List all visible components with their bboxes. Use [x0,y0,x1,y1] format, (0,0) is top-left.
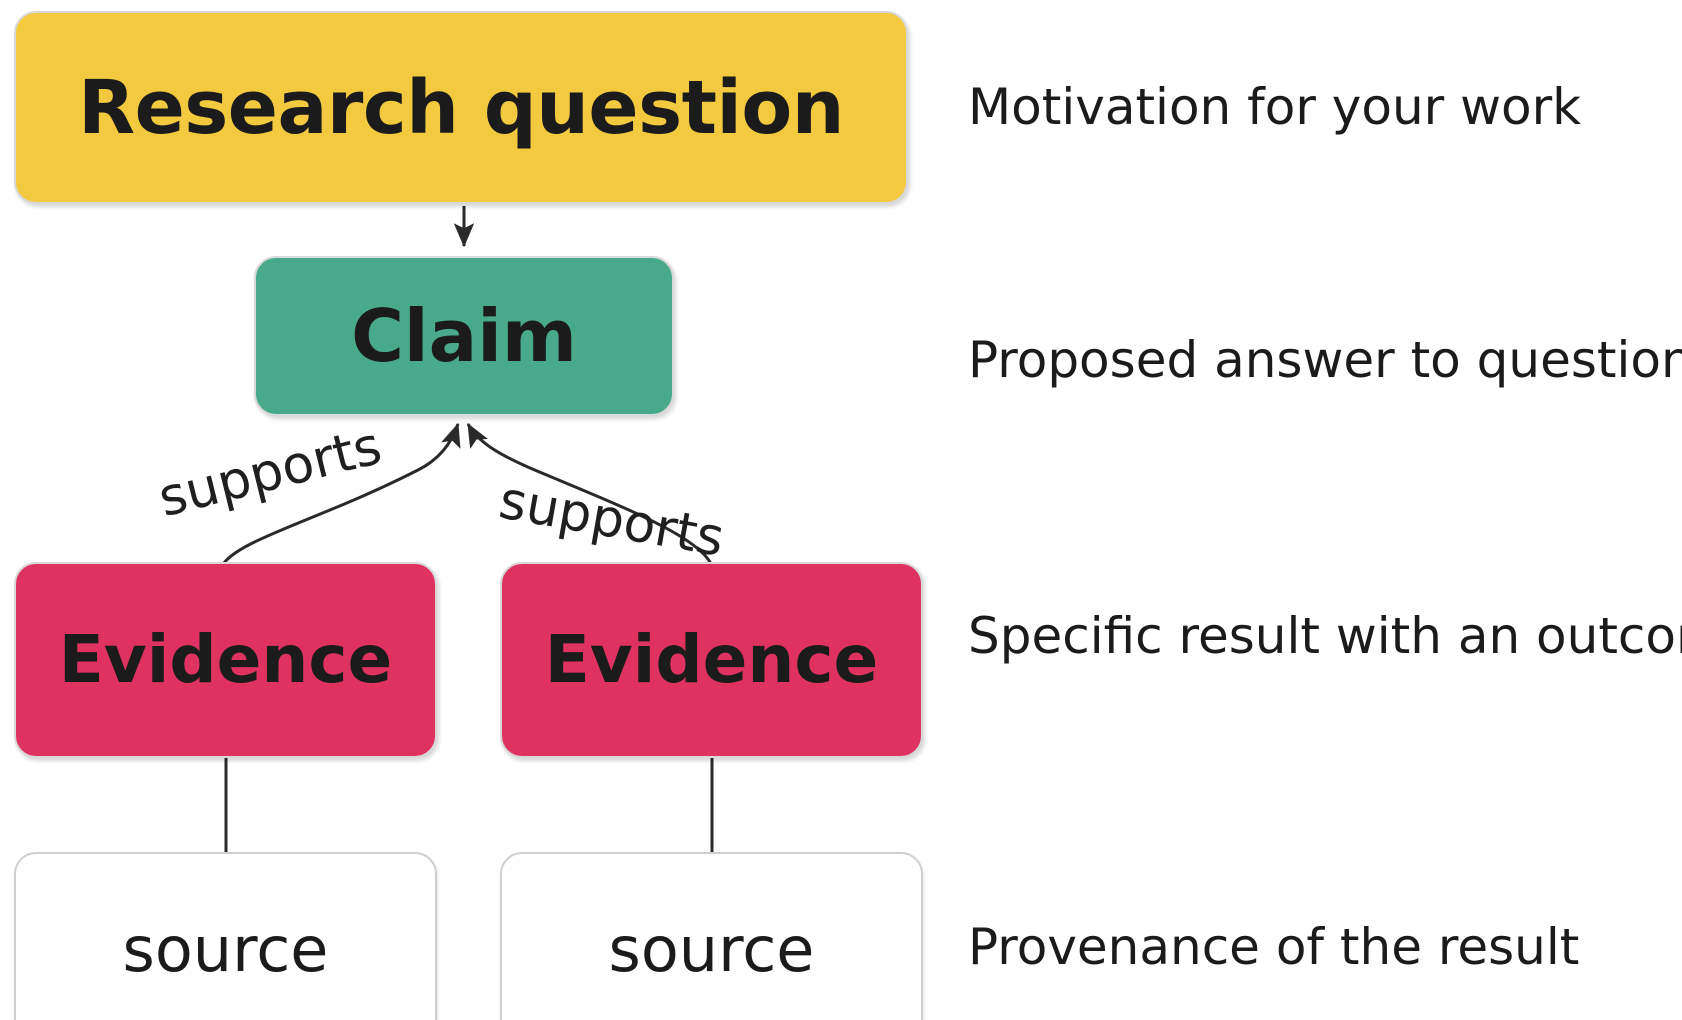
node-source-2[interactable]: source [500,852,923,1020]
annotation-claim: Proposed answer to question [968,331,1682,389]
edge-label-supports-left: supports [152,416,388,530]
node-evidence-1[interactable]: Evidence [14,562,437,758]
node-research-question-label: Research question [78,64,844,151]
annotation-source: Provenance of the result [968,918,1580,976]
annotation-evidence: Specific result with an outcome [968,607,1682,665]
node-evidence-1-label: Evidence [58,621,393,698]
node-source-2-label: source [608,913,815,986]
annotation-research-question: Motivation for your work [968,78,1582,136]
node-evidence-2-label: Evidence [544,621,879,698]
node-research-question[interactable]: Research question [14,11,908,204]
edge-label-supports-right: supports [494,470,729,569]
node-source-1[interactable]: source [14,852,437,1020]
node-source-1-label: source [122,913,329,986]
node-claim-label: Claim [351,294,577,378]
node-claim[interactable]: Claim [254,256,674,416]
node-evidence-2[interactable]: Evidence [500,562,923,758]
